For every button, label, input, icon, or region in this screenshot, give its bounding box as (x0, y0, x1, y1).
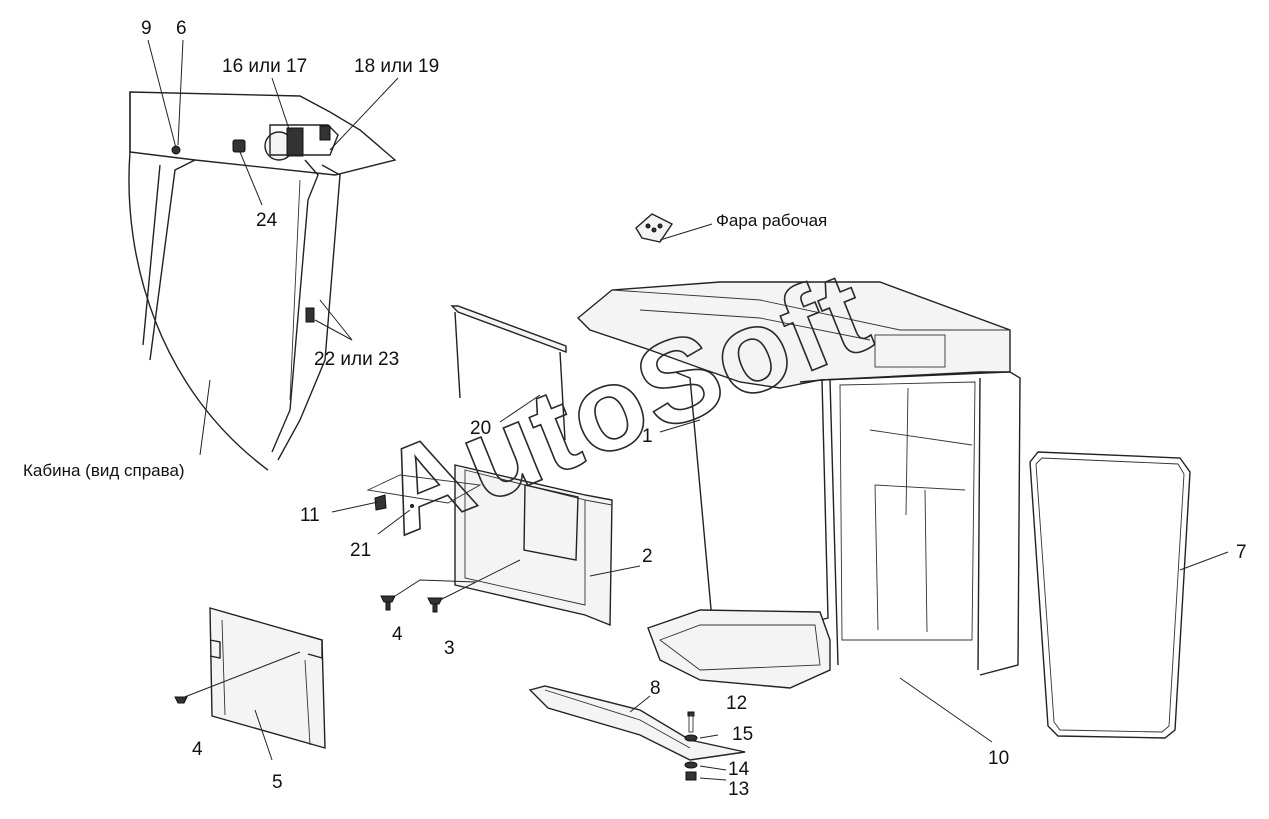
label-7: 7 (1236, 542, 1247, 563)
side-panel-part-2 (454, 464, 613, 627)
label-14: 14 (728, 759, 750, 780)
label-4-lower: 4 (192, 739, 203, 760)
label-2: 2 (642, 546, 653, 567)
label-18-or-19: 18 или 19 (354, 56, 439, 77)
label-6: 6 (176, 18, 187, 39)
work-lamp-drawing (635, 213, 674, 243)
plate-part-11-21 (366, 474, 482, 511)
leader-lines (147, 39, 1229, 781)
glass-part-7 (1029, 451, 1191, 739)
bolt-assembly-12-15 (684, 711, 698, 781)
label-10: 10 (988, 748, 1009, 769)
label-5: 5 (272, 772, 283, 793)
label-16-or-17: 16 или 17 (222, 56, 307, 77)
label-15: 15 (732, 724, 753, 745)
label-work-lamp: Фара рабочая (716, 211, 827, 230)
bolts-part-3-4 (174, 595, 443, 704)
label-1: 1 (642, 426, 653, 447)
cab-side-view-drawing (128, 91, 397, 471)
label-12: 12 (726, 693, 747, 714)
cab-frame-part-1 (576, 281, 1021, 689)
panel-part-5 (209, 607, 326, 749)
bar-part-20 (450, 305, 567, 441)
label-21: 21 (350, 540, 371, 561)
callout-labels: 9 6 16 или 17 18 или 19 24 22 или 23 Каб… (23, 18, 1247, 800)
label-20: 20 (470, 418, 491, 439)
label-24: 24 (256, 210, 278, 231)
step-part-8 (528, 685, 746, 761)
label-22-or-23: 22 или 23 (314, 349, 399, 370)
label-4-upper: 4 (392, 624, 403, 645)
label-3: 3 (444, 638, 455, 659)
label-11: 11 (300, 505, 320, 526)
label-8: 8 (650, 678, 661, 699)
label-13: 13 (728, 779, 749, 800)
label-cab-side-view: Кабина (вид справа) (23, 461, 185, 480)
label-9: 9 (141, 18, 152, 39)
